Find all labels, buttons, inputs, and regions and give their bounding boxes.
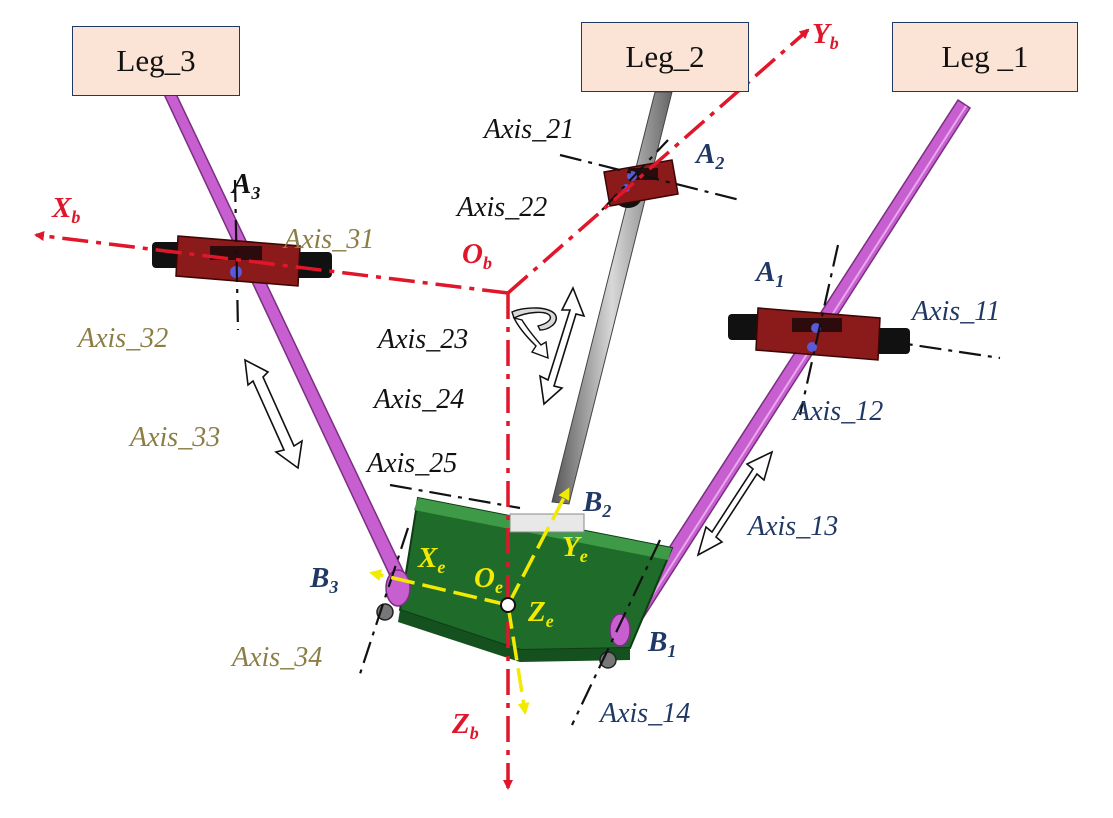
base-frame-x-label: Xb: [52, 192, 81, 227]
rotation-arrow-axis-23: [511, 307, 557, 360]
end-frame-origin-label: Oe: [474, 562, 503, 597]
axis-13-label: Axis_13: [748, 511, 839, 542]
prismatic-arrow-leg-2: [538, 286, 586, 406]
point-a1-label: A1: [756, 256, 785, 291]
end-frame-x-label: Xe: [418, 542, 446, 577]
axis-34-label: Axis_34: [232, 642, 323, 673]
prismatic-arrow-leg-3: [244, 358, 304, 470]
base-frame-y-label: Yb: [812, 18, 839, 53]
leg-2-label-box: Leg_2: [581, 22, 749, 92]
leg-3-rod: [153, 74, 407, 581]
axis-24-label: Axis_24: [374, 384, 465, 415]
point-b2-label: B2: [583, 486, 612, 521]
axis-11-label: Axis_11: [912, 296, 1001, 327]
base-frame-origin-label: Ob: [462, 238, 492, 273]
base-frame-axes: [34, 28, 810, 790]
end-frame-y-label: Ye: [562, 531, 588, 566]
axis-12-label: Axis_12: [793, 396, 884, 427]
prismatic-arrow-leg-1: [696, 450, 774, 557]
axis-32-label: Axis_32: [78, 323, 169, 354]
leg-3-label: Leg_3: [116, 43, 196, 78]
axis-25-label: Axis_25: [367, 448, 458, 479]
joint-axis-lines: [233, 139, 1001, 726]
axis-21-label: Axis_21: [484, 114, 575, 145]
axis-31-label: Axis_31: [284, 224, 375, 255]
axis-22-label: Axis_22: [457, 192, 548, 223]
leg-2-label: Leg_2: [625, 39, 705, 74]
point-a3-label: A3: [232, 168, 261, 203]
base-frame-z-label: Zb: [452, 708, 479, 743]
axis-23-label: Axis_23: [378, 324, 469, 355]
end-frame-z-label: Ze: [528, 596, 554, 631]
point-b3-label: B3: [310, 562, 339, 597]
point-a2-label: A2: [696, 138, 725, 173]
axis-33-label: Axis_33: [130, 422, 221, 453]
end-effector-frame-axes: [369, 487, 570, 715]
moving-platform: [376, 496, 674, 669]
end-effector-origin-marker: [500, 597, 516, 613]
leg-1-label-box: Leg _1: [892, 22, 1078, 92]
axis-14-label: Axis_14: [600, 698, 691, 729]
leg-1-label: Leg _1: [941, 39, 1029, 74]
leg-3-label-box: Leg_3: [72, 26, 240, 96]
point-b1-label: B1: [648, 626, 677, 661]
